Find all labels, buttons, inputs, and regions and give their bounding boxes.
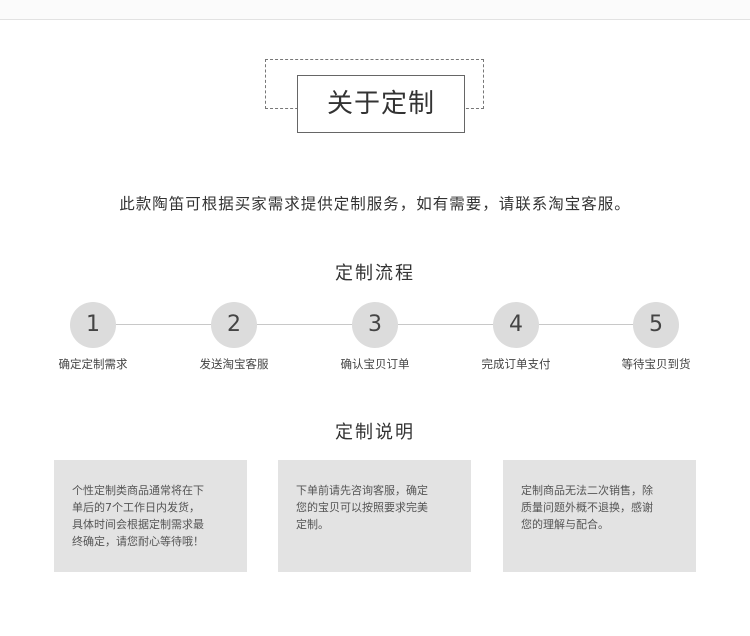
note-line: 单后的7个工作日内发货， [72, 501, 200, 514]
step-circle-3: 3 [352, 302, 398, 348]
notes-title: 定制说明 [335, 422, 415, 443]
process-title: 定制流程 [335, 263, 415, 284]
step-circle-1: 1 [70, 302, 116, 348]
step-label-5: 等待宝贝到货 [621, 357, 691, 371]
note-line: 您的宝贝可以按照要求完美 [296, 501, 428, 514]
note-line: 定制。 [296, 518, 329, 531]
note-card-1: 个性定制类商品通常将在下 单后的7个工作日内发货， 具体时间会根据定制需求最 终… [54, 460, 247, 572]
top-bar [0, 0, 750, 20]
note-line: 您的理解与配合。 [521, 518, 609, 531]
note-card-2: 下单前请先咨询客服，确定 您的宝贝可以按照要求完美 定制。 [278, 460, 471, 572]
step-label-2: 发送淘宝客服 [199, 357, 269, 371]
note-line: 个性定制类商品通常将在下 [72, 484, 204, 497]
step-circle-2: 2 [211, 302, 257, 348]
step-label-4: 完成订单支付 [481, 357, 551, 371]
intro-text: 此款陶笛可根据买家需求提供定制服务，如有需要，请联系淘宝客服。 [119, 195, 631, 213]
note-line: 定制商品无法二次销售，除 [521, 484, 653, 497]
note-line: 终确定，请您耐心等待哦！ [72, 535, 204, 548]
heading-frame: 关于定制 [265, 59, 487, 137]
note-line: 下单前请先咨询客服，确定 [296, 484, 428, 497]
page-title: 关于定制 [297, 75, 465, 133]
note-line: 质量问题外概不退换，感谢 [521, 501, 653, 514]
step-label-3: 确认宝贝订单 [340, 357, 410, 371]
step-label-1: 确定定制需求 [58, 357, 128, 371]
step-circle-4: 4 [493, 302, 539, 348]
note-card-3: 定制商品无法二次销售，除 质量问题外概不退换，感谢 您的理解与配合。 [503, 460, 696, 572]
step-circle-5: 5 [633, 302, 679, 348]
note-line: 具体时间会根据定制需求最 [72, 518, 204, 531]
